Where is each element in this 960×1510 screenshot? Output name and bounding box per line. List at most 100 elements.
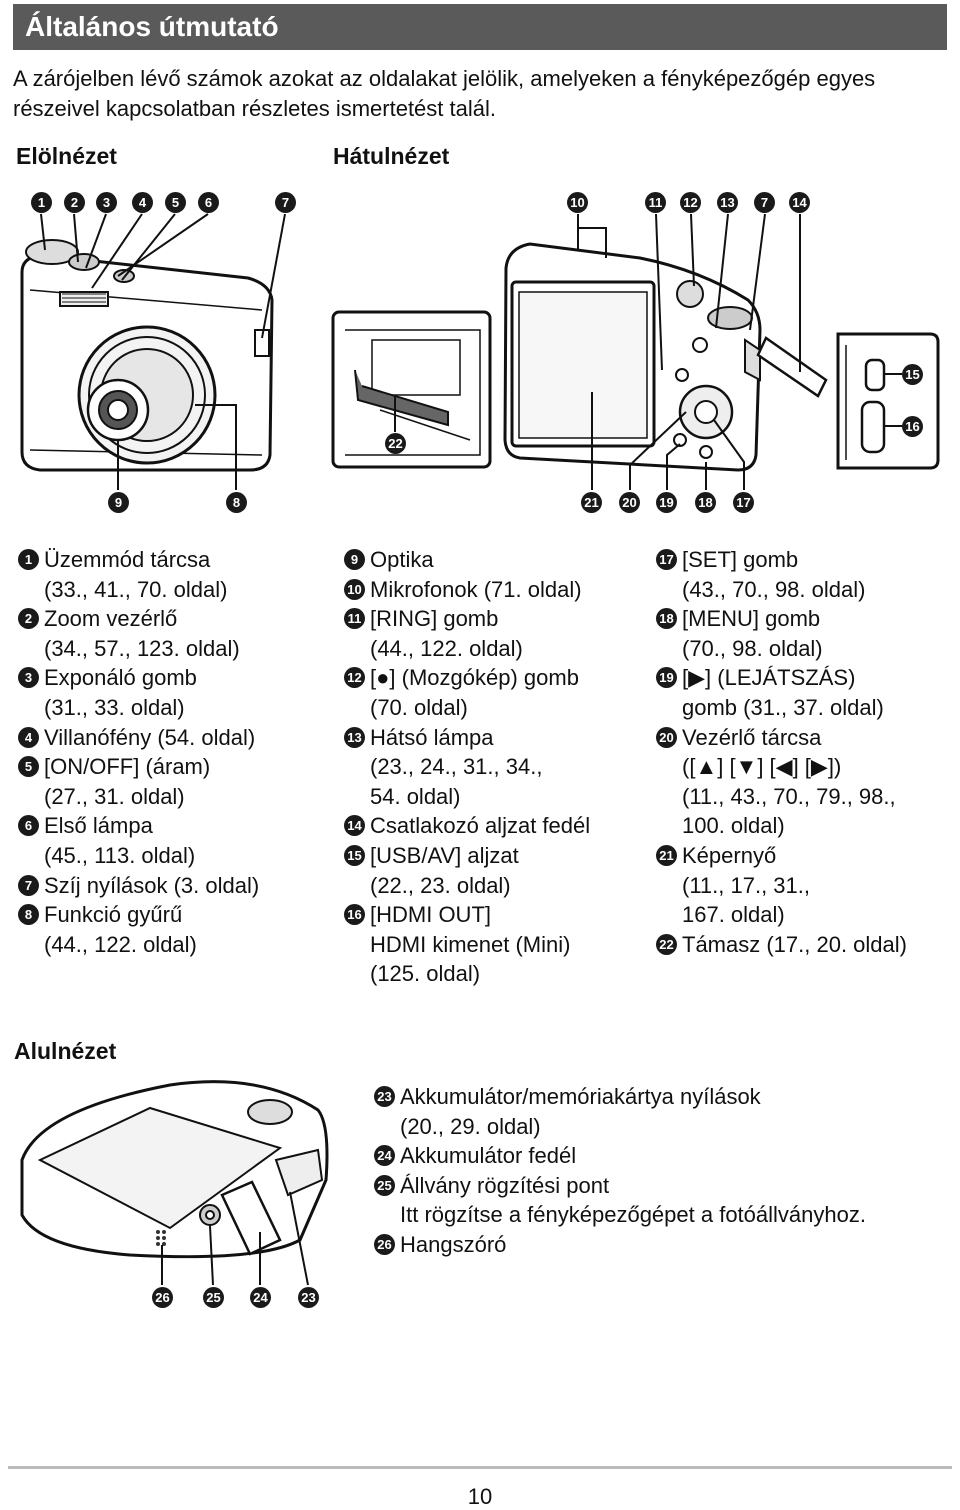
legend-item-text: Optika — [370, 547, 434, 572]
callout-badge: 6 — [198, 192, 219, 213]
legend-number-badge: 15 — [344, 845, 365, 866]
legend-number-badge: 8 — [18, 904, 39, 926]
legend-item-text: Akkumulátor/memóriakártya nyílások — [400, 1084, 761, 1109]
legend-number-badge: 16 — [344, 904, 365, 926]
legend-number-badge: 14 — [344, 815, 365, 837]
legend-item-text: Első lámpa — [44, 813, 153, 839]
legend-item-text: ([▲] [▼] [◀] [▶]) — [682, 754, 842, 780]
legend-number-badge: 21 — [656, 845, 677, 866]
legend-number-badge: 25 — [374, 1174, 395, 1196]
legend-item-text: (22., 23. oldal) — [370, 872, 511, 898]
legend-item-text: (45., 113. oldal) — [44, 842, 196, 868]
legend-item-text: 54. oldal) — [370, 783, 461, 809]
legend-item-text: (44., 122. oldal) — [370, 635, 523, 661]
callout-badge: 11 — [645, 192, 666, 213]
callout-badge: 7 — [275, 192, 296, 213]
legend-number-badge: 10 — [344, 578, 365, 600]
callout-badge: 18 — [695, 492, 716, 513]
legend-item-text: Képernyő — [682, 843, 777, 868]
legend-item-text: [MENU] gomb — [682, 606, 821, 632]
legend-item-text: Zoom vezérlő — [44, 606, 178, 632]
legend-item-text: (125. oldal) — [370, 961, 481, 987]
legend-item-text: (34., 57., 123. oldal) — [44, 635, 240, 661]
legend-item-text: Hangszóró — [400, 1232, 507, 1257]
callout-badge: 16 — [902, 416, 923, 437]
legend-number-badge: 6 — [18, 815, 39, 837]
legend-number-badge: 2 — [18, 608, 39, 630]
legend-item-text: (44., 122. oldal) — [44, 931, 197, 957]
callout-badge: 26 — [152, 1287, 173, 1308]
legend-number-badge: 11 — [344, 608, 365, 630]
page-title: Általános útmutató — [25, 11, 279, 42]
legend-number-badge: 23 — [374, 1086, 395, 1107]
legend-item-text: 100. oldal) — [682, 813, 785, 839]
legend-item-text: HDMI kimenet (Mini) — [370, 931, 571, 957]
callout-badge: 13 — [717, 192, 738, 213]
callout-badge: 3 — [96, 192, 117, 213]
callout-badge: 19 — [656, 492, 677, 513]
legend-item-text: Itt rögzítse a fényképezőgépet a fotóáll… — [400, 1202, 866, 1228]
legend-number-badge: 3 — [18, 667, 39, 689]
legend-item-text: (31., 33. oldal) — [44, 694, 185, 720]
legend-item-text: [USB/AV] aljzat — [370, 843, 519, 868]
bottom-camera-drawing — [20, 1080, 329, 1259]
legend-item-text: [HDMI OUT] — [370, 902, 491, 928]
legend-item: 15[USB/AV] aljzat (22., 23. oldal) — [344, 841, 519, 900]
legend-number-badge: 19 — [656, 667, 677, 689]
legend-item-text: (11., 17., 31., — [682, 872, 811, 898]
callout-badge: 21 — [581, 492, 602, 513]
legend-item-text: [●] (Mozgókép) gomb — [370, 665, 579, 691]
callout-badge: 12 — [680, 192, 701, 213]
legend-item-text: (20., 29. oldal) — [400, 1113, 541, 1139]
legend-number-badge: 13 — [344, 726, 365, 748]
legend-item-text: [ON/OFF] (áram) — [44, 754, 211, 780]
legend-item-text: Exponáló gomb — [44, 665, 197, 691]
legend-item-text: Vezérlő tárcsa — [682, 724, 822, 750]
callout-badge: 14 — [789, 192, 810, 213]
callout-badge: 22 — [385, 433, 406, 454]
legend-item-text: 167. oldal) — [682, 902, 785, 928]
legend-number-badge: 12 — [344, 667, 365, 689]
legend-number-badge: 20 — [656, 726, 677, 748]
legend-item-text: Csatlakozó aljzat fedél — [370, 813, 591, 839]
back-camera-drawing — [503, 242, 828, 472]
legend-item-text: [▶] (LEJÁTSZÁS) — [682, 665, 856, 691]
callout-badge: 2 — [64, 192, 85, 213]
legend-number-badge: 5 — [18, 756, 39, 778]
callout-badge: 5 — [165, 192, 186, 213]
legend-item-text: Üzemmód tárcsa — [44, 547, 211, 572]
back-leader-lines — [577, 213, 902, 490]
page-number: 10 — [467, 1484, 493, 1509]
callout-badge: 17 — [733, 492, 754, 513]
front-camera-drawing — [20, 239, 274, 472]
callout-badge: 23 — [298, 1287, 319, 1308]
legend-number-badge: 1 — [18, 549, 39, 570]
legend-item: 18[MENU] gomb(70., 98. oldal) — [656, 604, 823, 663]
callout-badge: 25 — [203, 1287, 224, 1308]
legend-item-text: [RING] gomb — [370, 606, 499, 632]
legend-number-badge: 4 — [18, 726, 39, 748]
legend-item-text: Hátsó lámpa — [370, 724, 494, 750]
legend-item-text: Szíj nyílások (3. oldal) — [44, 872, 260, 898]
intro-text: A zárójelben lévő számok azokat az oldal… — [13, 66, 876, 121]
legend-item-text: Mikrofonok (71. oldal) — [370, 576, 582, 602]
legend-item: 19[▶] (LEJÁTSZÁS)gomb (31., 37. oldal) — [656, 663, 884, 722]
legend-item: 16[HDMI OUT] HDMI kimenet (Mini) (125. old… — [344, 900, 570, 989]
back-view-heading: Hátulnézet — [333, 143, 450, 169]
